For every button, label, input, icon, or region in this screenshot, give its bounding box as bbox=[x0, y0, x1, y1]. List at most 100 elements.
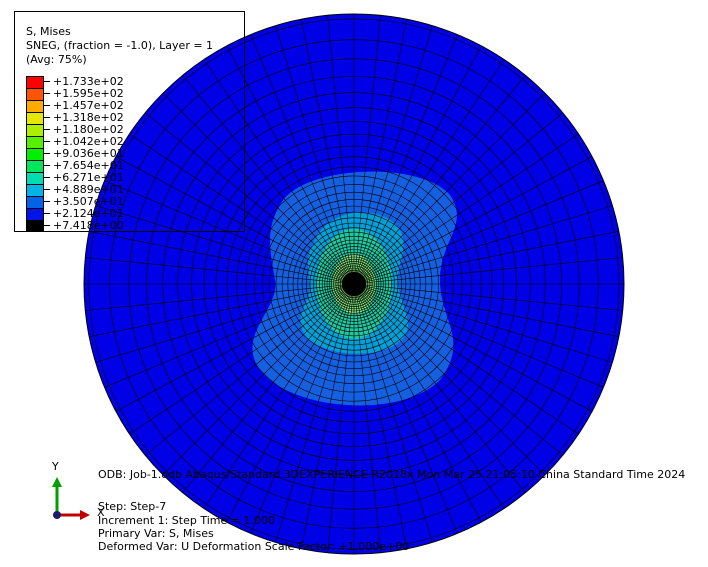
legend-section-point: SNEG, (fraction = -1.0), Layer = 1 bbox=[26, 39, 214, 52]
legend-title: S, Mises bbox=[26, 25, 71, 38]
legend-value-label: +1.595e+02 bbox=[53, 87, 124, 100]
odb-info-line: ODB: Job-1.odb Abaqus/Standard 3DEXPERIE… bbox=[98, 468, 686, 481]
legend-tick bbox=[44, 141, 50, 142]
contour-legend: S, Mises SNEG, (fraction = -1.0), Layer … bbox=[14, 11, 245, 232]
deformed-var-info: Deformed Var: U Deformation Scale Factor… bbox=[98, 540, 410, 553]
legend-value-label: +1.318e+02 bbox=[53, 111, 124, 124]
legend-tick bbox=[44, 81, 50, 82]
mesh-center-dense bbox=[342, 272, 366, 296]
legend-averaging: (Avg: 75%) bbox=[26, 53, 87, 66]
x-axis-label: X bbox=[97, 506, 105, 519]
mesh-radial-line bbox=[357, 285, 579, 435]
legend-value-label: +7.654e+01 bbox=[53, 159, 124, 172]
mesh-radial-line bbox=[356, 286, 546, 476]
triad-origin bbox=[53, 511, 61, 519]
mesh-radial-line bbox=[301, 287, 354, 549]
mesh-radial-line bbox=[356, 75, 526, 282]
legend-value-label: +7.418e+00 bbox=[53, 219, 124, 232]
mesh-radial-line bbox=[357, 180, 604, 283]
mesh-radial-line bbox=[355, 45, 482, 281]
legend-entry: +1.733e+02 bbox=[26, 75, 226, 88]
legend-value-label: +1.180e+02 bbox=[53, 123, 124, 136]
mesh-radial-line bbox=[115, 285, 351, 412]
legend-value-label: +1.042e+02 bbox=[53, 135, 124, 148]
mesh-radial-line bbox=[354, 287, 381, 553]
mesh-radial-line bbox=[357, 231, 619, 284]
mesh-radial-line bbox=[354, 19, 407, 281]
mesh-radial-line bbox=[356, 286, 563, 456]
step-info: Step: Step-7 bbox=[98, 500, 167, 513]
mesh-radial-line bbox=[357, 285, 604, 388]
legend-swatch bbox=[26, 172, 44, 184]
mesh-radial-line bbox=[275, 25, 354, 281]
mesh-radial-line bbox=[327, 15, 354, 281]
legend-tick bbox=[44, 129, 50, 130]
mesh-radial-line bbox=[357, 156, 593, 283]
mesh-radial-line bbox=[95, 284, 351, 363]
legend-entry: +1.042e+02 bbox=[26, 135, 226, 148]
legend-swatch bbox=[26, 160, 44, 172]
mesh-radial-line bbox=[357, 284, 619, 337]
legend-value-label: +1.733e+02 bbox=[53, 75, 124, 88]
legend-value-label: +9.036e+01 bbox=[53, 147, 124, 160]
mesh-radial-line bbox=[356, 112, 563, 282]
mesh-radial-line bbox=[357, 133, 579, 283]
legend-tick bbox=[44, 93, 50, 94]
mesh-radial-line bbox=[356, 286, 526, 493]
mesh-radial-line bbox=[115, 156, 351, 283]
mesh-radial-line bbox=[182, 286, 352, 493]
mesh-radial-line bbox=[355, 287, 482, 523]
mesh-radial-line bbox=[357, 205, 613, 284]
y-axis-label: Y bbox=[52, 460, 59, 473]
legend-tick bbox=[44, 213, 50, 214]
legend-swatch bbox=[26, 124, 44, 136]
primary-var-info: Primary Var: S, Mises bbox=[98, 527, 214, 540]
mesh-radial-line bbox=[355, 59, 505, 281]
mesh-radial-line bbox=[89, 284, 351, 337]
mesh-radial-line bbox=[354, 15, 381, 281]
legend-entry: +2.124e+01 bbox=[26, 207, 226, 220]
mesh-radial-line bbox=[182, 75, 352, 282]
legend-swatch bbox=[26, 148, 44, 160]
mesh-radial-line bbox=[162, 286, 352, 476]
legend-entry: +7.418e+00 bbox=[26, 219, 226, 232]
legend-entry: +1.457e+02 bbox=[26, 99, 226, 112]
mesh-radial-line bbox=[355, 287, 458, 534]
mesh-radial-line bbox=[145, 112, 352, 282]
mesh-radial-line bbox=[95, 205, 351, 284]
increment-info: Increment 1: Step Time = 1.000 bbox=[98, 514, 275, 527]
mesh-radial-line bbox=[357, 284, 613, 363]
legend-swatch bbox=[26, 100, 44, 112]
legend-swatch bbox=[26, 112, 44, 124]
x-axis-arrowhead bbox=[80, 510, 90, 520]
legend-tick bbox=[44, 189, 50, 190]
legend-tick bbox=[44, 165, 50, 166]
legend-swatch bbox=[26, 220, 44, 232]
mesh-radial-line bbox=[354, 287, 407, 549]
mesh-radial-line bbox=[275, 287, 354, 543]
mesh-radial-line bbox=[129, 133, 351, 283]
legend-entry: +6.271e+01 bbox=[26, 171, 226, 184]
mesh-radial-line bbox=[357, 284, 623, 311]
legend-entry: +3.507e+01 bbox=[26, 195, 226, 208]
mesh-radial-line bbox=[357, 257, 623, 284]
legend-tick bbox=[44, 201, 50, 202]
legend-tick bbox=[44, 153, 50, 154]
legend-swatch bbox=[26, 208, 44, 220]
mesh-radial-line bbox=[301, 19, 354, 281]
legend-value-label: +6.271e+01 bbox=[53, 171, 124, 184]
mesh-radial-line bbox=[226, 287, 353, 523]
legend-entry: +1.180e+02 bbox=[26, 123, 226, 136]
mesh-radial-line bbox=[129, 285, 351, 435]
legend-value-label: +3.507e+01 bbox=[53, 195, 124, 208]
mesh-radial-line bbox=[327, 287, 354, 553]
mesh-radial-line bbox=[354, 25, 433, 281]
legend-tick bbox=[44, 117, 50, 118]
coordinate-triad-icon: Y X bbox=[40, 460, 105, 530]
mesh-radial-line bbox=[355, 287, 505, 509]
stress-contour-plate[interactable] bbox=[83, 13, 625, 555]
mesh-radial-line bbox=[85, 257, 351, 284]
legend-swatch bbox=[26, 136, 44, 148]
mesh-radial-line bbox=[250, 287, 353, 534]
